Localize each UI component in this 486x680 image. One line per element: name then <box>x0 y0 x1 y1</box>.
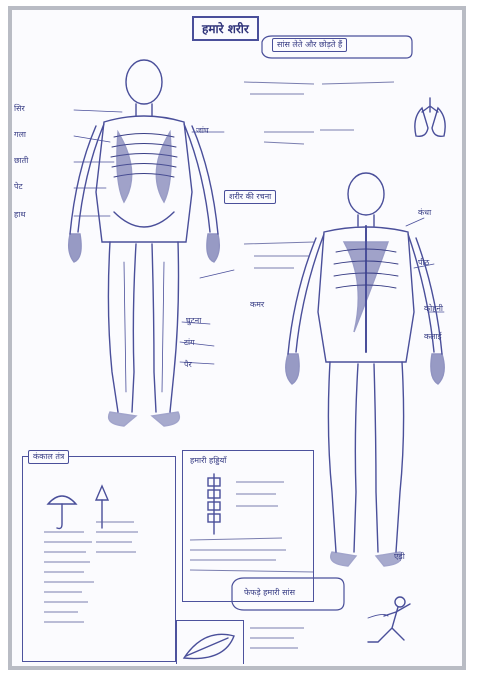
label-elbow: कोहनी <box>424 304 443 314</box>
bones-panel-heading: हमारी हड्डियाँ <box>190 456 226 466</box>
label-knee: घुटना <box>186 316 201 326</box>
label-foot: पैर <box>184 360 192 370</box>
label-head: सिर <box>14 104 25 114</box>
label-neck: गला <box>14 130 26 140</box>
box-body-structure: शरीर की रचना <box>224 190 276 204</box>
lungs-note: फेफड़े हमारी सांस <box>244 588 295 598</box>
label-waist: कमर <box>250 300 264 310</box>
label-back: पीठ <box>418 258 429 268</box>
leaf-panel <box>176 620 244 664</box>
label-stomach: पेट <box>14 182 23 192</box>
page-title: हमारे शरीर <box>192 16 259 41</box>
label-wrist: कलाई <box>424 332 442 342</box>
bones-panel <box>182 450 314 602</box>
label-shoulder: कंधा <box>418 208 431 218</box>
notebook-sheet: हमारे शरीर सांस लेते और छोड़ते हैं सिर ग… <box>14 12 460 664</box>
label-thigh: जांघ <box>196 126 209 136</box>
label-hand: हाथ <box>14 210 25 220</box>
note-top-right: सांस लेते और छोड़ते हैं <box>272 38 347 52</box>
label-leg: टांग <box>184 338 195 348</box>
running-figure-icon <box>368 597 410 642</box>
label-heel: एड़ी <box>394 552 405 562</box>
lungs-icon <box>415 98 445 136</box>
skeleton-panel <box>22 456 176 662</box>
front-body-figure <box>69 60 220 426</box>
skeleton-panel-caption: कंकाल तंत्र <box>28 450 69 464</box>
label-chest: छाती <box>14 156 28 166</box>
